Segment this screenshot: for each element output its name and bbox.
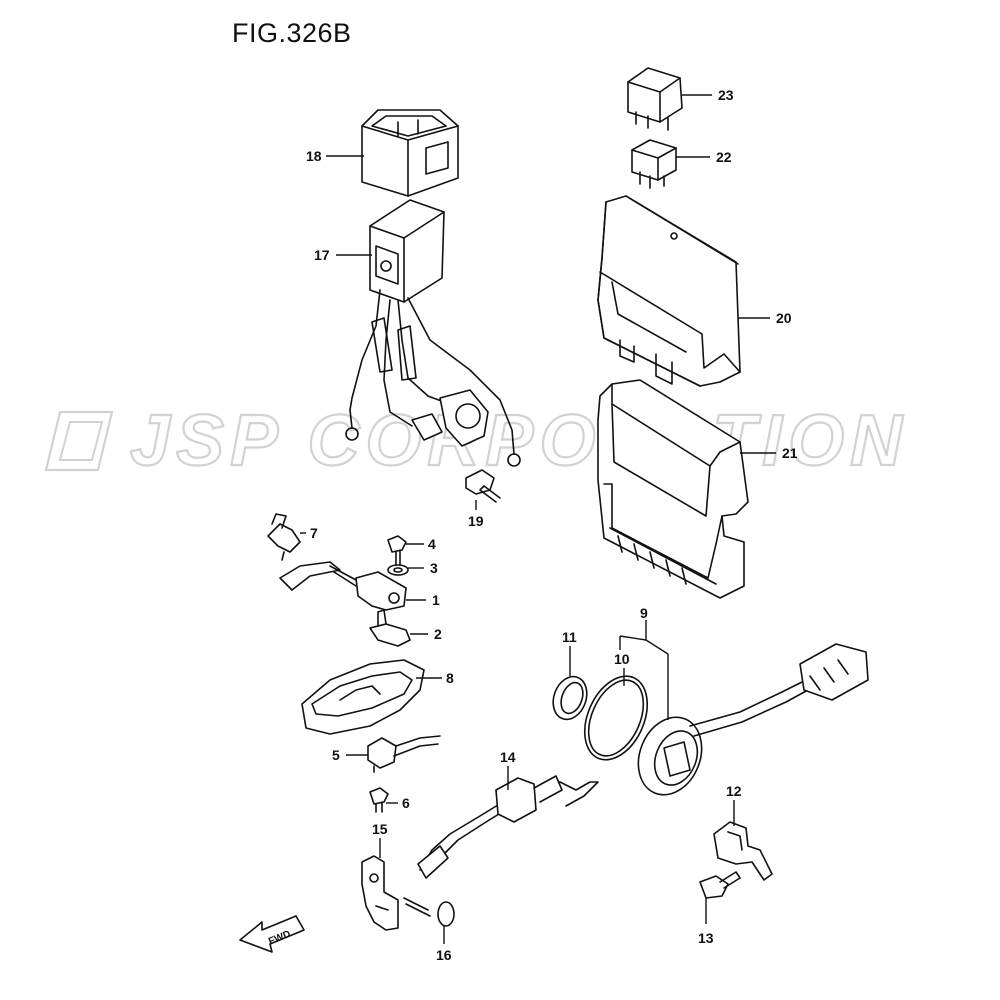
callout-10: 10 [614,651,630,667]
part-13-bolt [699,871,741,899]
callout-13: 13 [698,930,714,946]
part-6-bolt [369,787,389,813]
callout-23: 23 [718,87,734,103]
part-20-ecm [597,195,741,387]
callout-18: 18 [306,148,322,164]
watermark-logo-icon [44,410,114,472]
callout-20: 20 [776,310,792,326]
part-1-sensor [279,561,407,611]
callout-2: 2 [434,626,442,642]
part-3-washer [387,564,409,576]
callout-19: 19 [468,513,484,529]
callout-21: 21 [782,445,798,461]
part-8-rotor [301,659,425,735]
callout-6: 6 [402,795,410,811]
figure-title: FIG.326B [232,18,352,48]
callout-9: 9 [640,605,648,621]
watermark: JSP CORPORATION [44,400,908,482]
leader-lines [300,94,776,944]
callout-3: 3 [430,560,438,576]
callout-5: 5 [332,747,340,763]
callout-12: 12 [726,783,742,799]
part-2-pin [369,609,411,647]
fwd-direction-arrow: FWD [239,915,305,953]
callout-1: 1 [432,592,440,608]
part-23-relay [627,67,683,131]
callout-22: 22 [716,149,732,165]
callout-7: 7 [310,525,318,541]
part-11-ring-nut [552,675,588,721]
part-12-clamp [713,821,773,881]
callout-14: 14 [500,749,516,765]
part-21-ecm-cover [597,379,749,599]
callout-16: 16 [436,947,452,963]
callouts: 18 17 19 23 22 20 21 7 4 3 1 2 8 5 6 11 … [306,87,798,963]
part-14-harness-sensor [417,775,599,879]
part-18-connector-cover [361,109,459,197]
watermark-text: JSP CORPORATION [130,401,908,481]
callout-4: 4 [428,536,436,552]
part-17-harness-unit [345,199,521,467]
callout-15: 15 [372,821,388,837]
part-7-clip [267,513,301,561]
callout-17: 17 [314,247,330,263]
part-9-switch-assembly [637,643,869,796]
part-10-o-ring [583,675,649,761]
callout-8: 8 [446,670,454,686]
part-15-bracket [361,855,399,931]
part-19-bolt [465,469,501,503]
part-16-bolt [403,897,455,927]
part-4-screw [387,535,407,567]
part-5-sensor [367,735,441,773]
part-22-relay [631,139,677,189]
callout-11: 11 [562,629,577,645]
